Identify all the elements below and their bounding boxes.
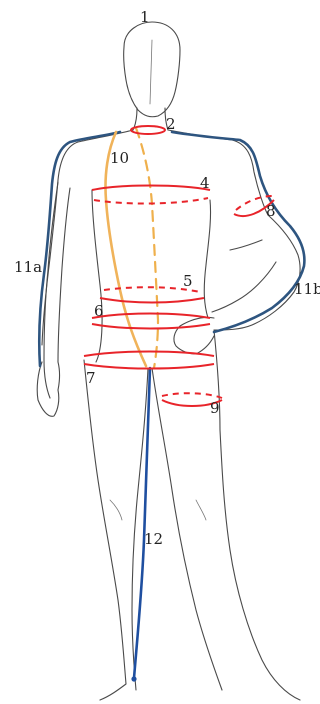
thigh-girth-back <box>162 393 222 398</box>
upper-hip-girth-lower <box>92 324 210 329</box>
label-12: 12 <box>144 530 163 548</box>
length-guides <box>39 128 304 682</box>
front-length-line <box>136 128 158 368</box>
waist-girth-front <box>100 298 204 303</box>
left-hand-outline <box>37 362 59 416</box>
right-arm-outline <box>212 215 300 330</box>
left-arm-outline <box>44 182 70 398</box>
label-7: 7 <box>86 369 96 387</box>
label-5: 5 <box>183 272 193 290</box>
inseam-end-dot <box>131 676 136 681</box>
right-hand-outline <box>174 317 214 354</box>
label-11b: 11b <box>294 280 320 298</box>
hip-girth-upper <box>84 352 214 357</box>
label-6: 6 <box>94 302 104 320</box>
legs-outline <box>84 330 300 700</box>
label-2: 2 <box>166 115 176 133</box>
upper-hip-girth-front <box>92 314 210 319</box>
face-center-line <box>150 40 152 104</box>
label-4: 4 <box>200 174 210 192</box>
hip-girth-lower <box>84 364 214 369</box>
knee-detail <box>110 500 206 520</box>
back-length-line <box>105 132 146 366</box>
inseam-line <box>134 368 150 678</box>
label-1: 1 <box>140 8 150 26</box>
label-9: 9 <box>210 399 220 417</box>
measurement-labels: 1 2 10 4 8 11a 5 11b 6 7 9 12 <box>14 8 320 548</box>
girth-rings <box>84 126 274 406</box>
label-8: 8 <box>266 202 276 220</box>
label-10: 10 <box>110 149 129 167</box>
label-11a: 11a <box>14 258 42 276</box>
head-outline <box>124 22 180 117</box>
